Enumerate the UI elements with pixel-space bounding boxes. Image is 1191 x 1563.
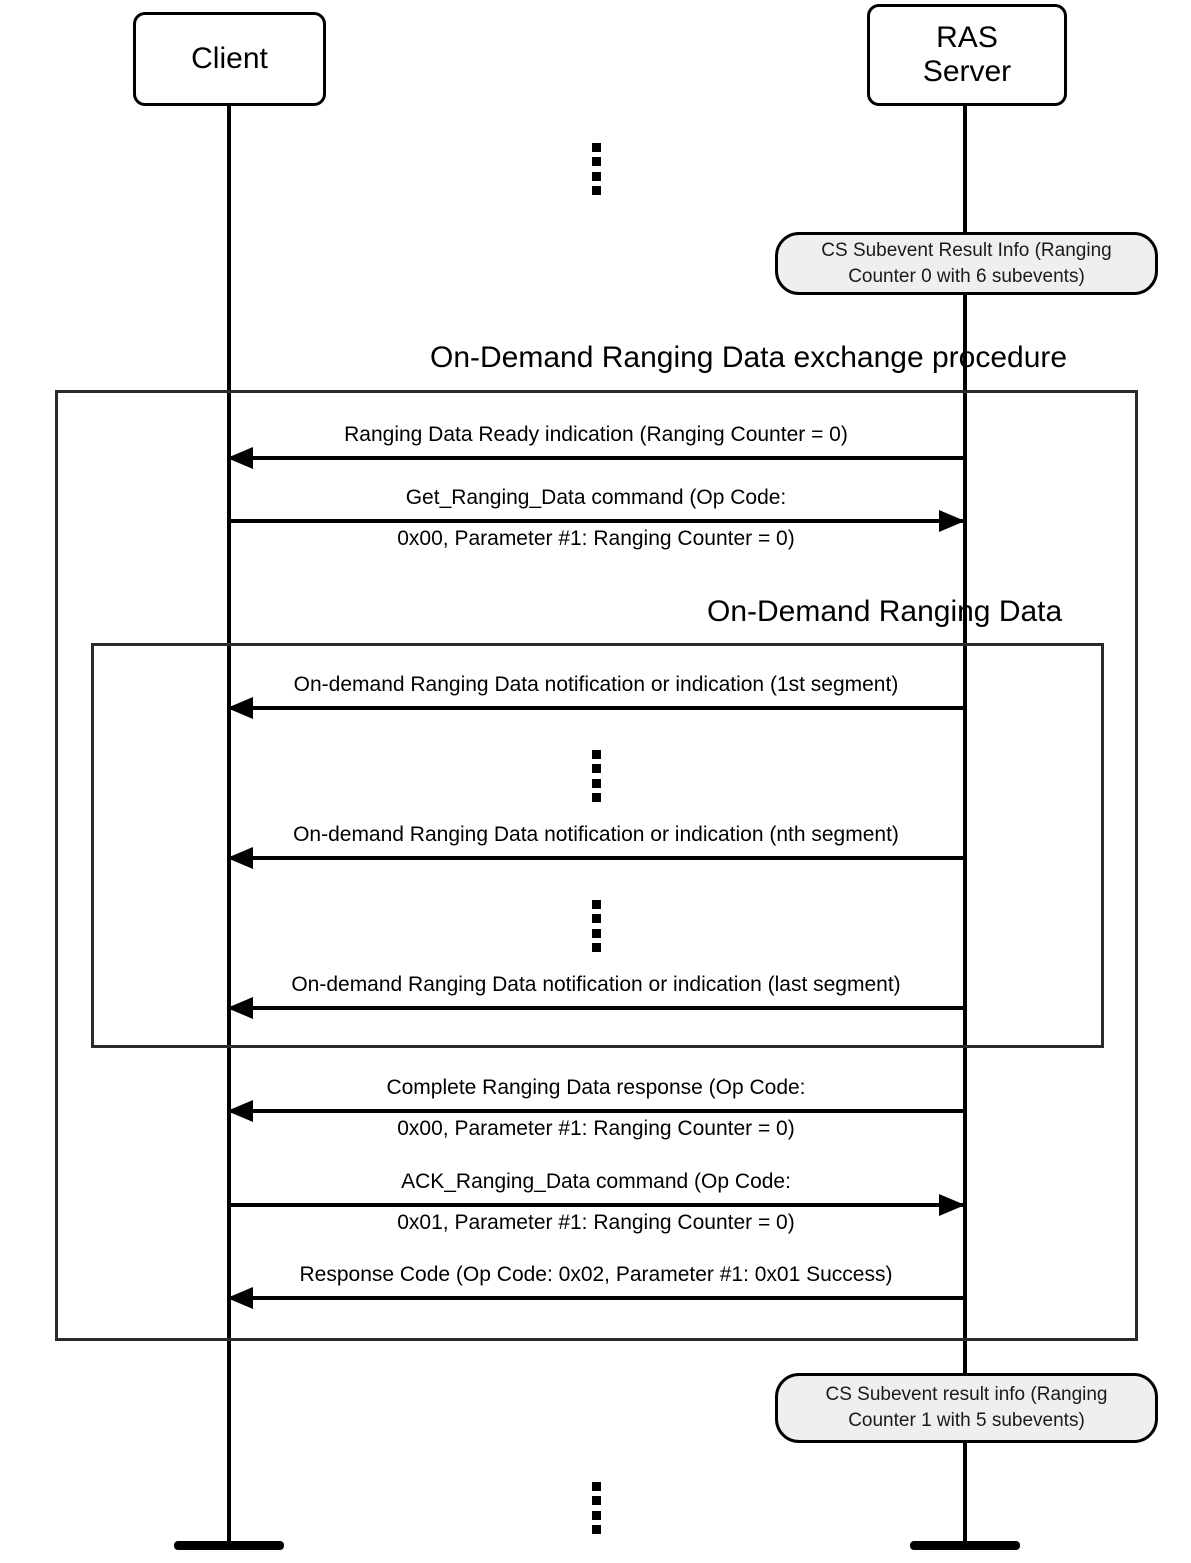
ellipsis-dot [592, 900, 601, 909]
ellipsis-dot [592, 792, 601, 802]
arrowhead-right-icon [939, 510, 965, 532]
lifeline-server [963, 106, 967, 1541]
frame-title-outer: On-Demand Ranging Data exchange procedur… [430, 341, 1068, 374]
frame-on-demand-ranging-data [91, 643, 1104, 1048]
ellipsis-dot [592, 1496, 601, 1506]
lifeline-foot-server [910, 1541, 1020, 1550]
message-label-below: 0x00, Parameter #1: Ranging Counter = 0) [397, 1117, 795, 1140]
message-label-above: Response Code (Op Code: 0x02, Parameter … [299, 1263, 893, 1286]
message-line [227, 519, 965, 523]
ellipsis-dot [592, 764, 601, 774]
ellipsis-dot [592, 1524, 601, 1534]
ellipsis-dot [592, 157, 601, 167]
note-top-text: CS Subevent Result Info (Ranging Counter… [821, 239, 1112, 287]
arrowhead-left-icon [227, 1100, 253, 1122]
ellipsis-dot [592, 750, 601, 759]
ellipsis-between-nth-and-last-segment [592, 900, 601, 952]
message-label-above: On-demand Ranging Data notification or i… [293, 823, 899, 846]
message-line [227, 1006, 965, 1010]
note-cs-subevent-result-info-counter-1: CS Subevent result info (Ranging Counter… [775, 1373, 1158, 1443]
lifeline-client [227, 106, 231, 1541]
ellipsis-dot [592, 942, 601, 952]
ellipsis-dot [592, 1510, 601, 1520]
ellipsis-dot [592, 143, 601, 152]
message-line [227, 1109, 965, 1113]
arrowhead-left-icon [227, 847, 253, 869]
frame-on-demand-ranging-data-exchange-procedure [55, 390, 1138, 1341]
message-label-above: On-demand Ranging Data notification or i… [293, 673, 899, 696]
actor-client: Client [133, 12, 326, 106]
message-line [227, 456, 965, 460]
note-bottom-text: CS Subevent result info (Ranging Counter… [825, 1384, 1108, 1431]
arrowhead-left-icon [227, 447, 253, 469]
message-line [227, 706, 965, 710]
arrowhead-right-icon [939, 1194, 965, 1216]
message-line [227, 856, 965, 860]
message-label-above: ACK_Ranging_Data command (Op Code: [401, 1170, 791, 1193]
arrowhead-left-icon [227, 697, 253, 719]
ellipsis-bottom-continuation [592, 1482, 601, 1534]
actor-server-label: RAS Server [922, 20, 1012, 89]
message-label-above: On-demand Ranging Data notification or i… [291, 973, 901, 996]
message-line [227, 1203, 965, 1207]
message-label-below: 0x01, Parameter #1: Ranging Counter = 0) [397, 1211, 795, 1234]
ellipsis-dot [592, 928, 601, 938]
message-label-above: Ranging Data Ready indication (Ranging C… [344, 423, 848, 446]
message-line [227, 1296, 965, 1300]
ellipsis-dot [592, 914, 601, 924]
arrowhead-left-icon [227, 997, 253, 1019]
ellipsis-dot [592, 171, 601, 181]
ellipsis-top-continuation [592, 143, 601, 195]
actor-server: RAS Server [867, 4, 1067, 106]
lifeline-foot-client [174, 1541, 284, 1550]
message-label-above: Get_Ranging_Data command (Op Code: [405, 486, 787, 509]
ellipsis-between-first-and-nth-segment [592, 750, 601, 802]
arrowhead-left-icon [227, 1287, 253, 1309]
message-label-below: 0x00, Parameter #1: Ranging Counter = 0) [397, 527, 795, 550]
actor-client-label: Client [191, 41, 268, 75]
ellipsis-dot [592, 778, 601, 788]
ellipsis-dot [592, 185, 601, 195]
ellipsis-dot [592, 1482, 601, 1491]
frame-title-inner: On-Demand Ranging Data [707, 595, 1063, 628]
message-label-above: Complete Ranging Data response (Op Code: [386, 1076, 806, 1099]
note-cs-subevent-result-info-counter-0: CS Subevent Result Info (Ranging Counter… [775, 232, 1158, 295]
